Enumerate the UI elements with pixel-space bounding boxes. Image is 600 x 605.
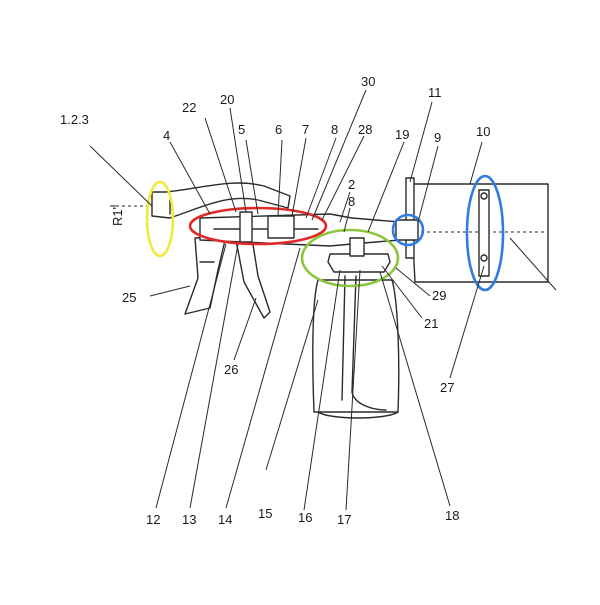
callout-10: 10	[476, 124, 490, 139]
callout-8-lower: 8	[348, 194, 355, 209]
callout-27: 27	[440, 380, 454, 395]
callout-9: 9	[434, 130, 441, 145]
highlight-blue-small	[391, 213, 425, 247]
callout-12: 12	[146, 512, 160, 527]
inlet-thread-mark: R1"	[110, 204, 152, 226]
callout-26: 26	[224, 362, 238, 377]
callout-5: 5	[238, 122, 245, 137]
highlight-blue-large	[465, 174, 505, 292]
callout-29: 29	[432, 288, 446, 303]
highlight-green	[300, 228, 400, 288]
callout-8-upper: 8	[331, 122, 338, 137]
air-inlet-tube	[151, 182, 291, 219]
callout-21: 21	[424, 316, 438, 331]
callout-6: 6	[275, 122, 282, 137]
callout-19: 19	[395, 127, 409, 142]
highlight-red	[188, 206, 328, 246]
callout-30: 30	[361, 74, 375, 89]
handle-grip	[184, 235, 227, 315]
callout-22: 22	[182, 100, 196, 115]
callout-11: 11	[428, 85, 442, 100]
coupling-part	[395, 219, 419, 241]
callout-1-2-3: 1.2.3	[60, 112, 89, 127]
thread-label: R1"	[110, 204, 125, 226]
rod-part	[478, 189, 490, 277]
nozzle-assembly	[327, 237, 391, 273]
callout-4: 4	[163, 128, 170, 143]
callout-15: 15	[258, 506, 272, 521]
bracket-part	[405, 177, 415, 259]
callouts: 1.2.3 4 22 20 5 6 7 8 30 28 19 11 9 10 2…	[60, 74, 490, 527]
callout-28: 28	[358, 122, 372, 137]
callout-7: 7	[302, 122, 309, 137]
callout-20: 20	[220, 92, 234, 107]
callout-25: 25	[122, 290, 136, 305]
callout-2: 2	[348, 177, 355, 192]
leader-lines	[89, 89, 557, 511]
callout-18: 18	[445, 508, 459, 523]
callout-16: 16	[298, 510, 312, 525]
callout-14: 14	[218, 512, 232, 527]
callout-13: 13	[182, 512, 196, 527]
callout-17: 17	[337, 512, 351, 527]
highlight-yellow	[145, 180, 175, 258]
